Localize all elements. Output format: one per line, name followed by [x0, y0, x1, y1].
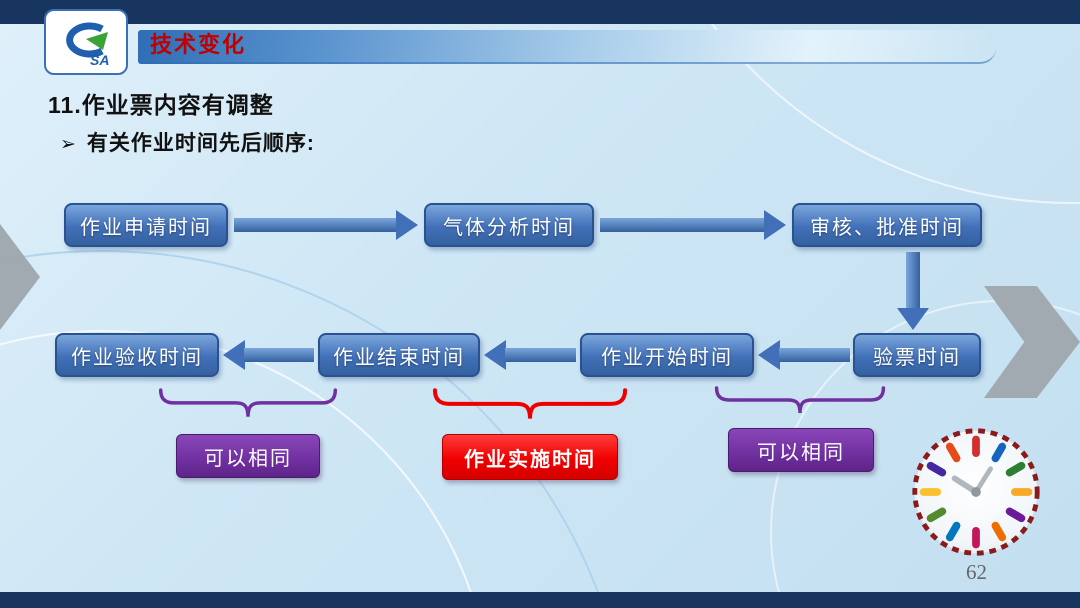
- arrow-down-icon: [897, 252, 929, 330]
- flow-box-gas-analysis-time: 气体分析时间: [424, 203, 594, 247]
- company-logo-icon: SA: [66, 22, 109, 68]
- annotation-can-be-same-left: 可以相同: [176, 434, 320, 478]
- arrow-right-icon: [234, 210, 418, 240]
- clock-icon: [912, 428, 1040, 556]
- left-chevron-decoration: [0, 224, 40, 330]
- arrow-left-icon: [484, 340, 576, 370]
- brace-icon: [158, 388, 338, 420]
- bullet-arrow-icon: ➢: [60, 134, 77, 155]
- arrow-left-icon: [758, 340, 850, 370]
- brace-icon: [432, 388, 628, 422]
- flow-box-ticket-check-time: 验票时间: [853, 333, 981, 377]
- page-number: 62: [966, 560, 987, 584]
- flow-box-acceptance-time: 作业验收时间: [55, 333, 219, 377]
- flow-box-apply-time: 作业申请时间: [64, 203, 228, 247]
- brace-icon: [714, 386, 886, 416]
- logo-text: SA: [90, 52, 109, 68]
- flow-box-end-time: 作业结束时间: [318, 333, 480, 377]
- company-logo: SA: [44, 9, 128, 75]
- page-title: 11.作业票内容有调整: [48, 92, 274, 118]
- background-arc: [0, 250, 634, 608]
- bullet-text: 有关作业时间先后顺序:: [86, 132, 315, 155]
- annotation-implementation-time: 作业实施时间: [442, 434, 618, 480]
- arrow-left-icon: [223, 340, 314, 370]
- banner-title: 技术变化: [150, 32, 247, 57]
- right-chevron-decoration: [984, 286, 1080, 398]
- bullet-line: ➢ 有关作业时间先后顺序:: [60, 127, 315, 157]
- flow-box-start-time: 作业开始时间: [580, 333, 754, 377]
- top-bar: [0, 0, 1080, 24]
- bottom-bar: [0, 592, 1080, 608]
- annotation-can-be-same-right: 可以相同: [728, 428, 874, 472]
- arrow-right-icon: [600, 210, 786, 240]
- flow-box-review-approve-time: 审核、批准时间: [792, 203, 982, 247]
- header-banner: 技术变化: [138, 30, 996, 64]
